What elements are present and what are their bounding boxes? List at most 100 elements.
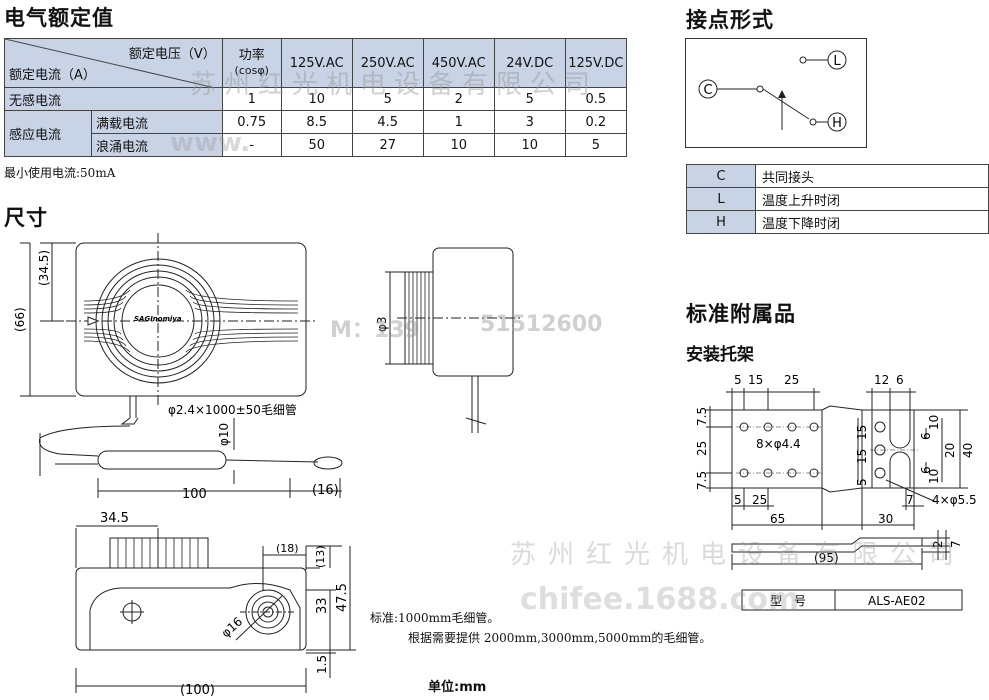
arrow-up-icon bbox=[778, 90, 786, 98]
legend-key: H bbox=[686, 210, 756, 234]
watermark-text: www. bbox=[170, 128, 251, 158]
dimension-drawing: (34.5) (66) SAGInomiya φ2.4×1000±50毛细管 φ… bbox=[13, 233, 520, 698]
dim-label: φ3 bbox=[375, 316, 389, 332]
dim-label: 6 bbox=[896, 373, 904, 387]
rating-diagonal-header: 额定电压（V） 额定电流（A） bbox=[4, 38, 223, 88]
terminal-h-label: H bbox=[832, 116, 842, 131]
table-cell: 50 bbox=[280, 133, 353, 157]
voltage-header: 450V.AC bbox=[422, 38, 495, 88]
row-label: 无感电流 bbox=[4, 87, 223, 111]
watermark-text: M：139 bbox=[330, 318, 420, 343]
watermark-text: chifee.1688.com bbox=[520, 582, 800, 617]
dim-label: 7.5 bbox=[695, 407, 709, 426]
row-sublabel: 浪涌电流 bbox=[91, 133, 223, 157]
table-cell: 5 bbox=[564, 133, 628, 157]
legend-key: L bbox=[686, 187, 756, 211]
terminal-c-label: C bbox=[703, 83, 712, 98]
dim-label: 15 bbox=[748, 373, 763, 387]
body-top-view bbox=[75, 242, 307, 397]
dim-label: 2 bbox=[931, 540, 945, 548]
table-row: 无感电流 1 10 5 2 5 0.5 bbox=[4, 87, 628, 111]
rating-title: 电气额定值 bbox=[4, 6, 114, 30]
dim-label: 5 bbox=[734, 493, 742, 507]
dim-label: 65 bbox=[770, 512, 785, 526]
unit-label: 单位:mm bbox=[428, 680, 487, 695]
dim-label: φ16 bbox=[219, 614, 246, 640]
row-sublabel: 满载电流 bbox=[91, 110, 223, 134]
dim-label: (95) bbox=[814, 551, 839, 565]
note-standard: 标准:1000mm毛细管。 bbox=[370, 611, 500, 625]
bracket-plate-left bbox=[731, 409, 823, 489]
table-cell: 8.5 bbox=[280, 110, 353, 134]
terminal-h-circle bbox=[827, 112, 847, 132]
bulb bbox=[97, 450, 227, 470]
legend-desc: 温度下降时闭 bbox=[755, 210, 989, 234]
dim-label: 34.5 bbox=[100, 511, 129, 526]
diagonal-line bbox=[5, 39, 211, 87]
dim-label: 10 bbox=[927, 415, 941, 430]
table-cell: 10 bbox=[493, 133, 566, 157]
note-optional: 根据需要提供 2000mm,3000mm,5000mm的毛细管。 bbox=[408, 631, 712, 645]
rating-table: 额定电压（V） 额定电流（A） 功率 (cosφ) 125V.AC 250V.A… bbox=[4, 38, 628, 157]
dim-label: 15 bbox=[855, 425, 869, 440]
voltage-header: 125V.AC bbox=[280, 38, 353, 88]
front-knurl bbox=[109, 537, 209, 569]
bracket-plate-right bbox=[861, 409, 915, 489]
watermark-text: 苏州红光机电设备有限公司 bbox=[190, 70, 599, 100]
table-cell: 27 bbox=[351, 133, 424, 157]
table-cell: - bbox=[221, 133, 282, 157]
legend-key: C bbox=[686, 164, 756, 188]
power-factor-header: 功率 (cosφ) bbox=[221, 38, 282, 88]
dim-label: 100 bbox=[182, 487, 207, 502]
dim-label: 6 bbox=[919, 466, 933, 474]
terminal-l-label: L bbox=[833, 54, 841, 69]
dim-label: 25 bbox=[695, 441, 709, 456]
table-cell: 0.2 bbox=[564, 110, 628, 134]
dim-label: 40 bbox=[961, 443, 975, 458]
cos-phi-label: (cosφ) bbox=[234, 64, 269, 77]
watermark-text: 51512600 bbox=[480, 312, 603, 337]
dim-label: (100) bbox=[180, 683, 215, 698]
table-row: 浪涌电流 - 50 27 10 10 5 bbox=[5, 133, 628, 157]
dim-label: 30 bbox=[878, 512, 893, 526]
row-label: 感应电流 bbox=[4, 110, 92, 157]
min-current-note: 最小使用电流:50mA bbox=[4, 166, 116, 180]
dim-label: 12 bbox=[874, 373, 889, 387]
dim-label: 20 bbox=[943, 443, 957, 458]
dim-label: (18) bbox=[276, 542, 299, 555]
dim-label: 5 bbox=[855, 478, 869, 486]
legend-desc: 温度上升时闭 bbox=[755, 187, 989, 211]
table-cell: 10 bbox=[422, 133, 495, 157]
table-cell: 3 bbox=[493, 110, 566, 134]
dim-label: 7 bbox=[906, 493, 914, 507]
accessory-subtitle: 安装托架 bbox=[686, 345, 754, 365]
dim-label: φ2.4×1000±50毛细管 bbox=[168, 402, 297, 417]
voltage-header: 24V.DC bbox=[493, 38, 566, 88]
dim-label: 1.5 bbox=[315, 655, 329, 674]
voltage-header: 125V.DC bbox=[564, 38, 628, 88]
dimensions-title: 尺寸 bbox=[4, 206, 48, 230]
legend-desc: 共同接头 bbox=[755, 164, 989, 188]
dim-label: 6 bbox=[919, 432, 933, 440]
dim-label: (66) bbox=[13, 307, 27, 332]
table-cell: 2 bbox=[422, 87, 495, 111]
terminal-l-circle bbox=[827, 50, 847, 70]
table-row: 感应电流 满载电流 0.75 8.5 4.5 1 3 0.2 bbox=[4, 110, 628, 157]
dim-label: 25 bbox=[752, 493, 767, 507]
table-cell: 5 bbox=[493, 87, 566, 111]
dim-label: 4×φ5.5 bbox=[932, 493, 977, 507]
dim-label: 5 bbox=[734, 373, 742, 387]
dim-label: 8×φ4.4 bbox=[756, 437, 801, 451]
dim-label: 15 bbox=[855, 449, 869, 464]
logo-text: SAGInomiya bbox=[134, 315, 182, 323]
dim-label: 7.5 bbox=[695, 471, 709, 490]
contact-title: 接点形式 bbox=[686, 8, 774, 32]
dim-label: 33 bbox=[315, 597, 330, 614]
accessory-title: 标准附属品 bbox=[686, 302, 796, 326]
dim-label: 47.5 bbox=[335, 583, 350, 612]
table-cell: 1 bbox=[422, 110, 495, 134]
dim-label: 10 bbox=[927, 469, 941, 484]
table-cell: 10 bbox=[280, 87, 353, 111]
